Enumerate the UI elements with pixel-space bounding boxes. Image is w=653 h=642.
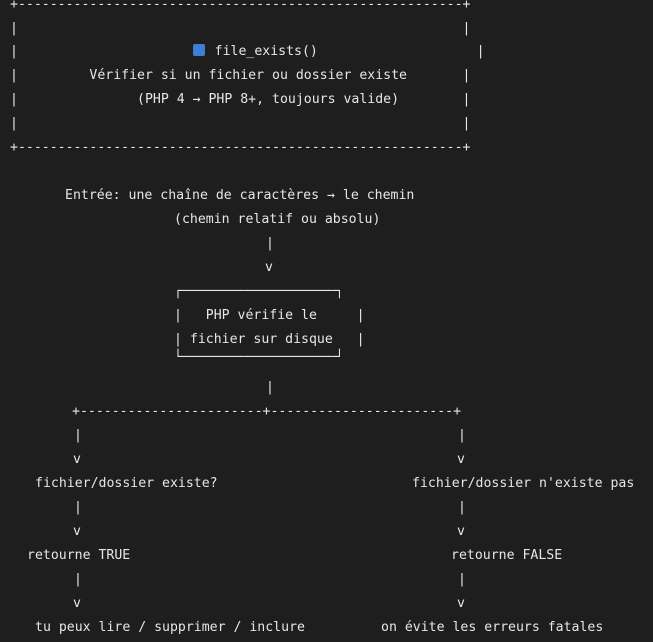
connector-arrow: v [457,524,465,539]
connector-pipe: | [458,428,466,443]
header-title-left-border: | [10,44,193,59]
connector-pipe: | [74,500,82,515]
right-condition: fichier/dossier n'existe pas [412,476,635,491]
header-title-line: | file_exists() | [10,40,485,64]
connector-pipe: | [458,572,466,587]
connector-arrow: v [73,596,81,611]
connector-arrow: v [73,524,81,539]
check-box-bottom: └─────────────────────┘ [174,350,343,365]
connector-arrow: v [457,596,465,611]
check-box-line: | fichier sur disque | [174,332,365,347]
connector-pipe: | [74,428,82,443]
input-path-types: (chemin relatif ou absolu) [174,212,381,227]
input-description: Entrée: une chaîne de caractères → le ch… [65,188,415,203]
left-condition: fichier/dossier existe? [35,476,218,491]
connector-arrow: v [265,260,273,275]
connector-pipe: | [458,500,466,515]
right-result: retourne FALSE [451,548,563,563]
left-result: retourne TRUE [27,548,131,563]
header-empty-line: | | [10,21,471,36]
header-title: file_exists() [214,44,318,59]
connector-arrow: v [457,452,465,467]
branch-split-line: +-----------------------+---------------… [72,404,462,419]
connector-pipe: | [266,380,274,395]
blue-square-icon [192,44,205,56]
header-title-right-border: | [317,44,485,59]
check-box-top: ┌─────────────────────┐ [174,284,343,299]
header-top-border: +---------------------------------------… [10,0,471,12]
left-consequence: tu peux lire / supprimer / inclure [35,620,305,635]
header-version: | (PHP 4 → PHP 8+, toujours valide) | [10,92,471,107]
connector-pipe: | [266,236,274,251]
header-subtitle: | Vérifier si un fichier ou dossier exis… [10,68,471,83]
check-box-line: | PHP vérifie le | [174,308,365,323]
header-empty-line: | | [10,116,471,131]
connector-pipe: | [74,572,82,587]
header-bottom-border: +---------------------------------------… [10,140,471,155]
connector-arrow: v [73,452,81,467]
right-consequence: on évite les erreurs fatales [381,620,604,635]
